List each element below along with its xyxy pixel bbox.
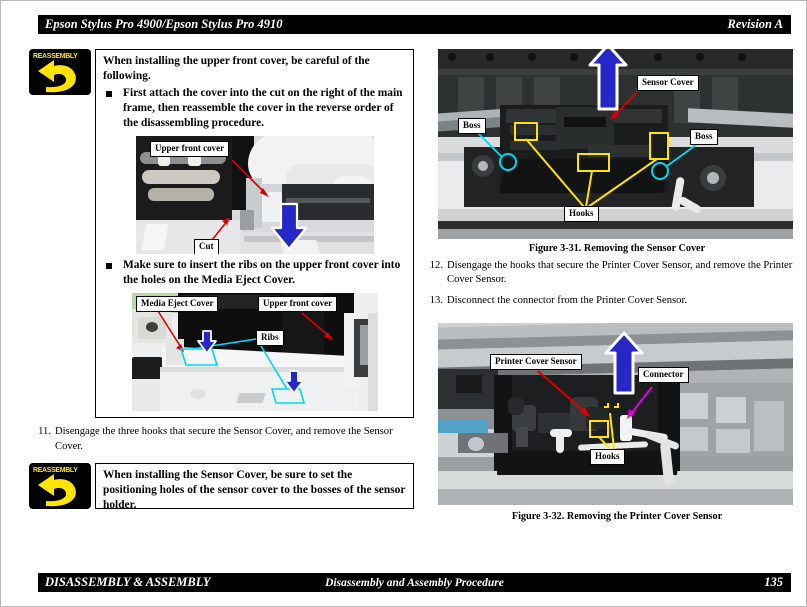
note-box-upper-front-cover: When installing the upper front cover, b… [95,49,414,419]
photo-scene [438,322,793,505]
reassembly-note-upper-front-cover: REASSEMBLY When installing the upper fro… [29,49,414,419]
footer-section-title: DISASSEMBLY & ASSEMBLY [45,575,211,589]
callout-ribs: Ribs [256,330,284,347]
note-bullet: Make sure to insert the ribs on the uppe… [103,258,407,288]
header-revision: Revision A [727,17,783,31]
left-column: REASSEMBLY When installing the upper fro… [29,49,414,511]
callout-sensor-cover: Sensor Cover [637,75,699,91]
note-lead: When installing the upper front cover, b… [103,55,370,83]
reassembly-note-sensor-cover: REASSEMBLY When installing the Sensor Co… [29,462,414,511]
step-11-text: Disengage the three hooks that secure th… [55,426,393,452]
callout-media-eject-cover: Media Eject Cover [136,296,219,313]
note-bullet-list: First attach the cover into the cut on t… [103,86,407,131]
photo-scene [136,136,374,255]
step-11-number: 11. [38,426,51,438]
page-footer: DISASSEMBLY & ASSEMBLY Disassembly and A… [38,573,791,592]
callout-upper-front-cover: Upper front cover [150,141,230,158]
step-12-number: 12. [429,260,443,271]
step-12: 12. Disengage the hooks that secure the … [421,259,796,287]
callout-cut: Cut [194,239,219,255]
footer-page-number: 135 [764,575,783,589]
header-title: Epson Stylus Pro 4900/Epson Stylus Pro 4… [45,17,283,31]
figure-media-eject-cover-photo: Media Eject Cover Upper front cover Ribs [132,293,378,412]
reassembly-icon-label: REASSEMBLY [33,464,78,474]
reassembly-arrow-icon [38,60,76,93]
figure-upper-front-cover-photo: Upper front cover Cut [136,136,374,255]
callout-upper-front-cover-2: Upper front cover [258,296,338,313]
footer-subtitle: Disassembly and Assembly Procedure [325,576,504,589]
figure-3-32-caption: Figure 3-32. Removing the Printer Cover … [511,510,723,522]
note-lead: When installing the Sensor Cover, be sur… [103,468,406,511]
figure-3-32-photo: Printer Cover Sensor Connector Hooks [438,322,793,505]
callout-printer-cover-sensor: Printer Cover Sensor [490,353,582,370]
step-13-number: 13. [429,295,443,307]
callout-boss-right: Boss [690,129,718,145]
photo-scene [438,49,793,239]
note-box-sensor-cover: When installing the Sensor Cover, be sur… [95,462,414,511]
note-bullet: First attach the cover into the cut on t… [103,86,407,131]
step-11: 11. Disengage the three hooks that secur… [29,425,414,453]
figure-3-31-photo: Sensor Cover Boss Boss Hooks [438,49,793,239]
page-header: Epson Stylus Pro 4900/Epson Stylus Pro 4… [38,15,791,34]
step-13: 13. Disconnect the connector from the Pr… [421,294,796,308]
reassembly-arrow-icon [38,473,76,506]
right-column: Sensor Cover Boss Boss Hooks Figure 3-31… [421,49,796,522]
reassembly-icon: REASSEMBLY [29,49,91,95]
step-13-text: Disconnect the connector from the Printe… [447,295,688,307]
figure-3-31-caption: Figure 3-31. Removing the Sensor Cover [528,243,706,254]
callout-hooks-2: Hooks [590,448,625,465]
note-bullet-list-2: Make sure to insert the ribs on the uppe… [103,258,407,288]
reassembly-icon-label: REASSEMBLY [33,51,78,60]
callout-boss-left: Boss [458,118,486,134]
callout-connector: Connector [638,366,689,383]
reassembly-icon: REASSEMBLY [29,462,91,509]
step-12-text: Disengage the hooks that secure the Prin… [447,260,793,286]
callout-hooks: Hooks [564,206,599,222]
